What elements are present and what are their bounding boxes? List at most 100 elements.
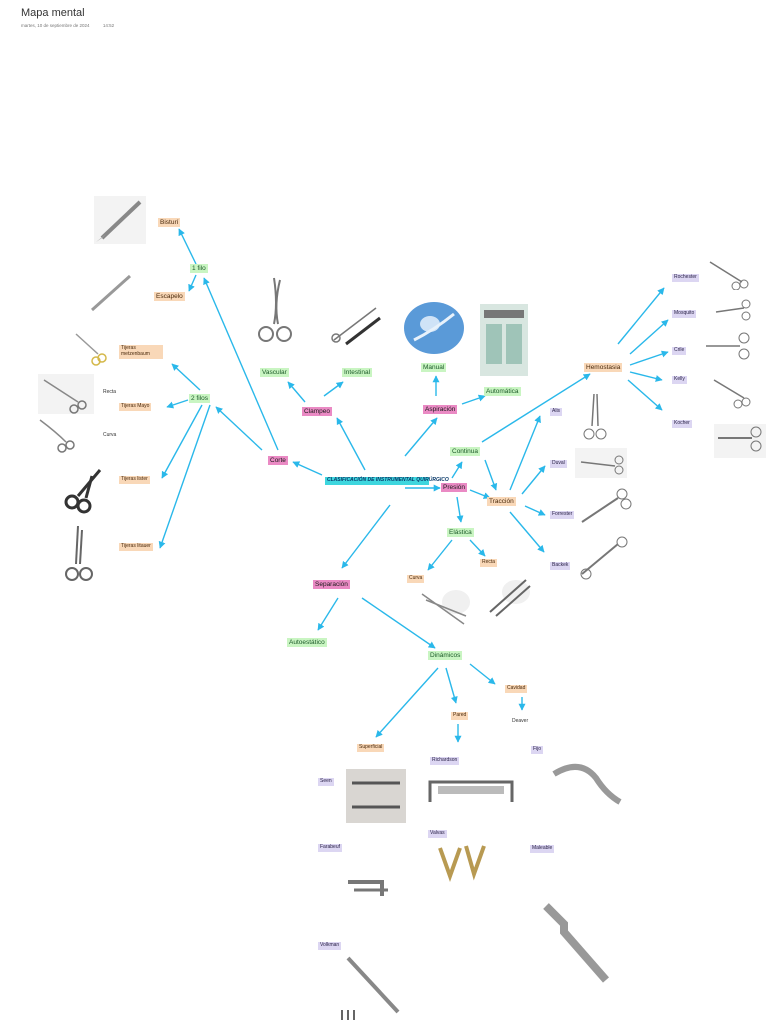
farabeuf-retractor-image [342, 862, 400, 916]
rochester-forceps-image [706, 258, 752, 290]
node-alis: Alis [550, 408, 563, 416]
intestinal-clamp-image [326, 300, 384, 350]
node-tijeras-mayo: Tijeras Mayo [119, 403, 152, 411]
node-tijeras-metzenbaum: Tijeras metzenbaum [119, 345, 163, 359]
node-rochester: Rochester [672, 274, 699, 282]
root-node: CLASIFICACIÓN DE INSTRUMENTAL QUIRÚRGICO [325, 477, 449, 485]
arrow-traccion-forester [524, 505, 546, 516]
deaver-retractor-image [550, 758, 624, 808]
node-traccion: Tracción [487, 497, 516, 507]
crile-forceps-image [704, 328, 754, 362]
arrow-2filos-metzenbaum [171, 363, 201, 391]
arrow-corte-1filo [203, 277, 279, 451]
page-time: 14:52 [102, 23, 115, 28]
arrow-continua-hemostasia [481, 373, 591, 443]
node-pared: Pared [451, 712, 469, 720]
node-curva-2: Curva [407, 575, 425, 583]
arrow-hemostasia-mosquito [629, 319, 669, 355]
node-intestinal: Intestinal [342, 368, 373, 378]
manual-suction-image [402, 300, 466, 356]
vascular-clamp-image [250, 274, 298, 348]
arrow-root-separacion [341, 504, 391, 569]
node-forester: Forrester [550, 511, 575, 519]
arrow-2filos-lister [161, 404, 203, 479]
arrow-traccion-duval [521, 465, 546, 495]
arrow-root-aspiracion [404, 417, 438, 457]
duval-forceps-image [575, 448, 627, 478]
node-richardson: Richardson [430, 757, 460, 765]
arrow-clampeo-vascular [287, 381, 306, 403]
arrow-separacion-dinamicos [361, 597, 436, 649]
richardson-retractor-image [424, 772, 518, 810]
arrow-corte-2filos [215, 406, 263, 451]
curved-elastic-clamp-image [418, 584, 474, 632]
valvas-retractor-image [430, 838, 492, 884]
arrow-hemostasia-rochester [617, 287, 665, 345]
scalpel-image [94, 196, 146, 244]
node-mosquito: Mosquito [672, 310, 697, 318]
mosquito-forceps-image [712, 294, 754, 324]
arrow-elastica-curva [427, 539, 453, 571]
node-volkman: Volkman [318, 942, 342, 950]
allis-forceps-image [578, 392, 612, 444]
straight-elastic-clamp-image [486, 572, 534, 622]
node-superficial: Superficial [357, 744, 385, 752]
curved-scissors-image [36, 414, 80, 454]
arrow-traccion-alis [509, 415, 541, 491]
arrow-root-clampeo [336, 417, 366, 471]
scalpel-handle-image [86, 270, 136, 316]
arrow-1filo-bisturi [178, 228, 197, 265]
node-aspiracion: Aspiración [423, 405, 458, 415]
node-2-filos: 2 filos [189, 394, 210, 404]
straight-scissors-image [38, 374, 94, 414]
metzenbaum-scissors-image [72, 330, 112, 366]
node-duval: Duval [550, 460, 567, 468]
node-kocher: Kocher [672, 420, 692, 428]
node-cavidad: Cavidad [505, 685, 528, 693]
arrow-dinamicos-superficial [375, 667, 439, 738]
node-continua: Continua [450, 447, 481, 457]
arrow-hemostasia-kelly [629, 371, 663, 382]
node-maleable: Maleable [530, 845, 555, 853]
node-farabeuf: Farabeuf [318, 844, 343, 852]
automatic-suction-image [480, 304, 528, 376]
node-fijo: Fijo [531, 746, 544, 754]
node-recta-2: Recta [480, 559, 498, 567]
node-bisturi: Bisturí [158, 218, 181, 228]
node-tijeras-lister: Tijeras lister [119, 476, 150, 484]
node-elastica: Elástica [447, 528, 474, 538]
arrow-dinamicos-pared [445, 667, 458, 704]
backhaus-forceps-image [576, 534, 630, 582]
node-clampeo: Clampeo [302, 407, 333, 417]
node-vascular: Vascular [260, 368, 289, 378]
node-presion: Presión [441, 483, 468, 493]
node-backek: Backek [550, 562, 571, 570]
node-corte: Corte [268, 456, 288, 466]
node-hemostasia: Hemostasia [584, 363, 623, 373]
forester-forceps-image [578, 486, 632, 528]
page-title: Mapa mental [21, 7, 85, 19]
node-dinamicos: Dinámicos [428, 651, 463, 661]
arrow-aspiracion-automatica [461, 394, 486, 405]
arrow-1filo-escapelo [188, 274, 197, 292]
arrow-continua-traccion [484, 459, 498, 491]
node-tijeras-litauer: Tijeras litauer [119, 543, 153, 551]
arrow-hemostasia-kocher [627, 379, 663, 411]
node-1-filo: 1 filo [190, 264, 208, 274]
litauer-scissors-image [40, 520, 118, 588]
node-automatica: Automática [484, 387, 521, 397]
node-recta: Recta [103, 389, 117, 395]
node-deaver: Deaver [512, 718, 529, 724]
arrow-clampeo-intestinal [323, 381, 344, 397]
node-curva: Curva [103, 432, 117, 438]
arrow-presion-elastica [456, 496, 464, 523]
node-autoestatico: Autoestático [287, 638, 327, 648]
arrow-presion-continua [451, 461, 463, 479]
kelly-forceps-image [710, 374, 756, 410]
arrow-2filos-mayo [166, 399, 189, 409]
lister-scissors-image [56, 462, 108, 516]
node-seen: Seen [318, 778, 334, 786]
node-kelly: Kelly [672, 376, 687, 384]
arrow-2filos-litauer [158, 404, 211, 549]
